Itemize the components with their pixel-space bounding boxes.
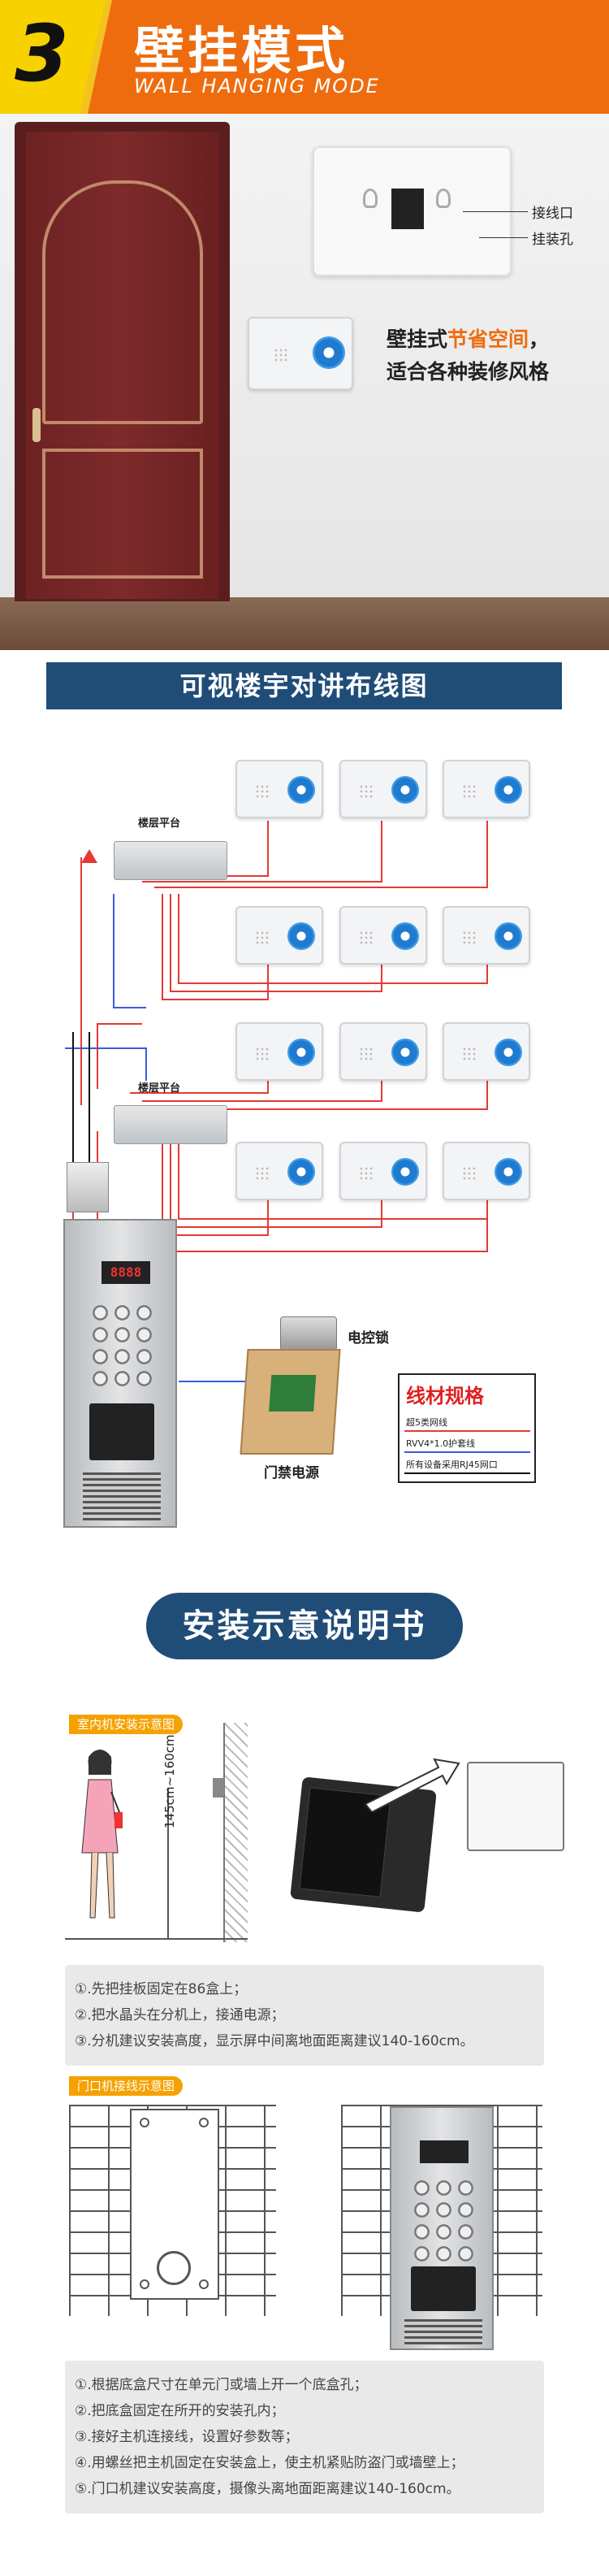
spec-row-2: RVV4*1.0护套线 xyxy=(406,1438,476,1449)
section-title: 壁挂模式 xyxy=(134,21,349,80)
speaker-grill xyxy=(83,1472,161,1521)
slogan-highlight: 节省空间 xyxy=(447,327,529,351)
door-note: ②.把底盒固定在所开的安装孔内； xyxy=(75,2403,285,2419)
indoor-unit xyxy=(443,1022,530,1081)
indoor-unit xyxy=(235,760,323,818)
woman-figure-icon xyxy=(81,1750,123,1919)
door-station-mounted-image xyxy=(390,2106,494,2350)
indoor-unit xyxy=(235,906,323,965)
indoor-unit-image xyxy=(248,317,353,390)
arrow-icon xyxy=(364,1758,460,1812)
indoor-unit xyxy=(339,1142,427,1200)
wall-section xyxy=(223,1723,248,1942)
height-label: 145cm~160cm xyxy=(162,1734,177,1828)
floor xyxy=(0,597,609,650)
spec-row-3: 所有设备采用RJ45网口 xyxy=(406,1459,498,1470)
keypad-icon xyxy=(89,1302,154,1391)
door-note: ④.用螺丝把主机固定在安装盒上，使主机紧贴防盗门或墙壁上； xyxy=(75,2455,464,2471)
wall-unit-icon xyxy=(213,1778,224,1798)
switch-label-1: 楼层平台 xyxy=(138,817,181,830)
door-image xyxy=(26,132,219,599)
door-power-label: 门禁电源 xyxy=(264,1465,319,1481)
floor-switch-2 xyxy=(114,1105,227,1144)
spec-row-1: 超5类网线 xyxy=(406,1417,447,1428)
indoor-unit xyxy=(443,760,530,818)
spec-title: 线材规格 xyxy=(406,1385,484,1407)
power-supply-image xyxy=(67,1162,109,1212)
door-install-tag: 门口机接线示意图 xyxy=(69,2076,184,2096)
door-notes: ①.根据底盒尺寸在单元门或墙上开一个底盒孔； ②.把底盒固定在所开的安装孔内； … xyxy=(65,2361,544,2513)
connector-icon xyxy=(391,189,424,229)
section-header: 3 壁挂模式 WALL HANGING MODE xyxy=(0,0,609,114)
indoor-notes: ①.先把挂板固定在86盒上； ②.把水晶头在分机上，接通电源； ③.分机建议安装… xyxy=(65,1965,544,2066)
install-title: 安装示意说明书 xyxy=(146,1593,463,1659)
indoor-unit xyxy=(339,1022,427,1081)
cutout-box xyxy=(130,2109,219,2300)
header-banner xyxy=(88,0,609,114)
screw-icon xyxy=(199,2118,209,2127)
indoor-unit xyxy=(443,1142,530,1200)
door-handle xyxy=(32,408,41,442)
door-note: ⑤.门口机建议安装高度，摄像头离地面距离建议140-160cm。 xyxy=(75,2481,460,2497)
label-port: 接线口 xyxy=(532,206,573,222)
bracket-image xyxy=(467,1762,564,1851)
indoor-install-tag: 室内机安装示意图 xyxy=(69,1715,184,1734)
switch-label-2: 楼层平台 xyxy=(138,1082,181,1095)
keypad-icon xyxy=(411,2177,476,2266)
card-reader-icon xyxy=(411,2266,476,2311)
mount-hole-icon xyxy=(436,189,451,208)
door-station-display: 8888 xyxy=(102,1261,150,1284)
indoor-unit xyxy=(235,1142,323,1200)
door-note: ①.根据底盒尺寸在单元门或墙上开一个底盒孔； xyxy=(75,2377,368,2393)
door-note: ③.接好主机连接线，设置好参数等； xyxy=(75,2429,299,2445)
electric-lock-image xyxy=(280,1316,337,1351)
slogan-line-2: 适合各种装修风格 xyxy=(387,360,550,384)
indoor-unit xyxy=(339,760,427,818)
door-power-box-image xyxy=(240,1349,341,1455)
indoor-unit xyxy=(339,906,427,965)
cable-hole xyxy=(157,2251,191,2285)
mount-hole-icon xyxy=(363,189,378,208)
indoor-unit xyxy=(235,1022,323,1081)
screw-icon xyxy=(140,2279,149,2289)
indoor-unit xyxy=(443,906,530,965)
indoor-note: ②.把水晶头在分机上，接通电源； xyxy=(75,2007,285,2023)
wall-scene: 接线口 挂装孔 xyxy=(0,114,609,650)
cable-spec-box: 线材规格 超5类网线 RVV4*1.0护套线 所有设备采用RJ45网口 xyxy=(398,1373,536,1483)
slogan-line-1: 壁挂式节省空间， xyxy=(387,327,550,351)
indoor-note: ③.分机建议安装高度，显示屏中间离地面距离建议140-160cm。 xyxy=(75,2033,474,2049)
wiring-title: 可视楼宇对讲布线图 xyxy=(46,662,562,709)
card-reader-icon xyxy=(89,1403,154,1460)
screw-icon xyxy=(199,2279,209,2289)
section-subtitle: WALL HANGING MODE xyxy=(134,75,380,98)
section-number: 3 xyxy=(15,8,69,99)
door-station-image: 8888 xyxy=(63,1219,177,1528)
speaker-grill xyxy=(404,2319,482,2345)
indoor-note: ①.先把挂板固定在86盒上； xyxy=(75,1981,248,1997)
lock-label: 电控锁 xyxy=(348,1330,389,1347)
floor-switch-1 xyxy=(114,841,227,880)
screw-icon xyxy=(140,2118,149,2127)
label-hole: 挂装孔 xyxy=(532,232,573,248)
